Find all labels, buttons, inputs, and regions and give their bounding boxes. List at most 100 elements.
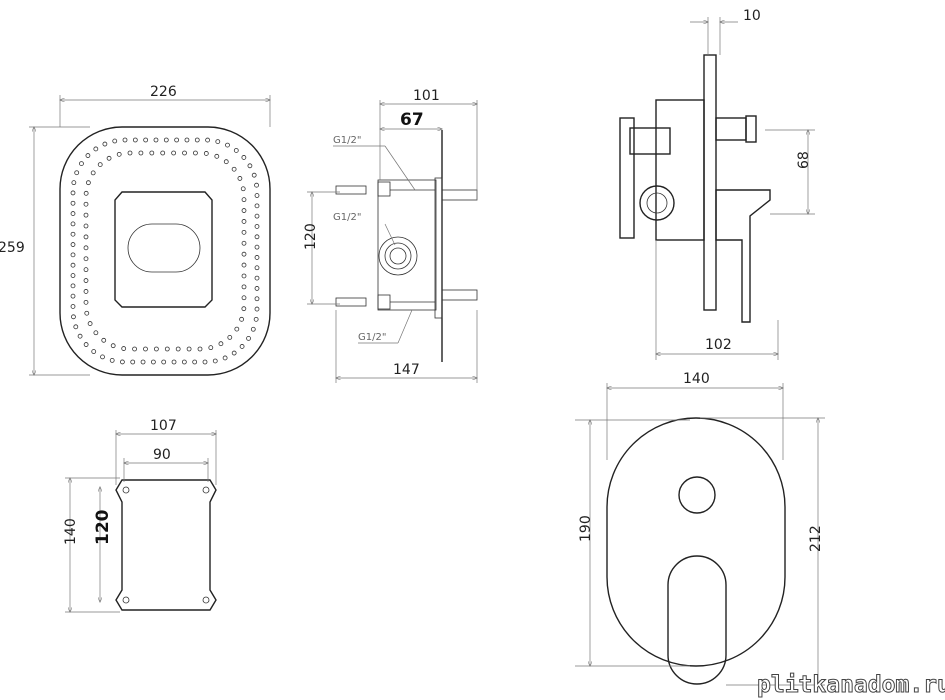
plate-dot — [87, 321, 93, 326]
plate-dot — [241, 251, 247, 257]
plate-dot — [153, 346, 159, 352]
dim-120-side: 120 — [303, 223, 319, 250]
dim-120-mount: 120 — [93, 509, 113, 545]
plate-dot — [239, 344, 245, 349]
plate-dot — [254, 234, 260, 240]
plate-dot — [93, 146, 99, 152]
plate-dot — [143, 346, 148, 352]
plate-dot — [193, 150, 198, 156]
plate-dot — [84, 310, 90, 316]
plate-dot — [83, 289, 89, 294]
plate-dot — [85, 153, 91, 158]
plate-dot — [161, 359, 167, 365]
dim-140-cover: 140 — [683, 371, 710, 387]
plate-dot — [223, 159, 229, 165]
plate-dot — [83, 223, 89, 229]
plate-dot — [83, 201, 89, 207]
plate-dot — [203, 151, 209, 156]
plate-dot — [70, 221, 76, 227]
diverter-button — [678, 476, 716, 514]
plate-dot — [70, 283, 76, 289]
plate-dot — [247, 163, 253, 169]
plate-dot — [234, 326, 240, 332]
plate-dot — [254, 275, 260, 281]
plate-dot — [70, 273, 76, 278]
plate-dot — [241, 197, 247, 203]
plate-dot — [121, 346, 127, 351]
dim-212: 212 — [808, 525, 824, 552]
plate-dot — [79, 161, 84, 166]
plate-dot — [70, 242, 76, 247]
lever-side — [715, 189, 771, 323]
plate-dot — [192, 359, 198, 365]
plate-dot — [202, 359, 208, 365]
plate-dot — [83, 245, 89, 251]
thread-label-top: G1/2" — [333, 135, 361, 146]
plate-dot — [70, 200, 76, 206]
dim-width-226: 226 — [150, 84, 177, 100]
plate-dot — [194, 137, 200, 143]
dim-190: 190 — [578, 515, 594, 542]
cover-outline — [606, 417, 786, 667]
plate-dot — [140, 359, 146, 365]
inner-box — [114, 191, 213, 308]
side-section-view: 101 67 G1/2" G1/2" G1/2" 120 147 — [303, 88, 477, 383]
plate-dot — [254, 224, 260, 229]
plate-dot — [205, 137, 210, 143]
plate-dot — [153, 137, 159, 143]
plate-dot — [74, 170, 80, 176]
dim-10: 10 — [743, 8, 761, 24]
plate-dot — [100, 354, 105, 360]
plate-dot — [241, 208, 247, 213]
plate-dot — [77, 333, 83, 339]
plate-dot — [91, 349, 97, 354]
plate-dot — [218, 341, 224, 347]
inner-cutout — [127, 223, 201, 273]
plate-dot — [251, 172, 257, 178]
plate-dot — [106, 155, 112, 161]
plate-dot — [250, 326, 256, 332]
plate-dot — [222, 355, 228, 361]
plate-dot — [208, 345, 214, 351]
dim-68: 68 — [796, 151, 812, 169]
plate-dot — [90, 170, 96, 176]
front-plate-view: 226 259 — [0, 84, 270, 375]
dim-101: 101 — [413, 88, 440, 104]
dim-102: 102 — [705, 337, 732, 353]
plate-dot — [70, 304, 76, 309]
plate-dot — [241, 273, 247, 279]
lever-front — [667, 555, 727, 685]
valve-body — [655, 99, 705, 241]
cover-plate-side — [703, 54, 717, 311]
plate-dot — [214, 153, 220, 159]
dim-height-259: 259 — [0, 240, 25, 256]
thread-label-bottom: G1/2" — [358, 332, 386, 343]
plate-dot — [215, 139, 221, 144]
plate-dot — [254, 306, 260, 312]
plate-dot — [101, 337, 107, 343]
plate-dot — [130, 359, 136, 365]
plate-dot — [83, 342, 89, 347]
dim-107: 107 — [150, 418, 177, 434]
plate-dot — [254, 265, 260, 271]
plate-dot — [241, 306, 247, 312]
plate-dot — [254, 182, 259, 188]
dim-140-mount: 140 — [63, 518, 79, 545]
plate-dot — [93, 330, 99, 336]
plate-dot — [181, 359, 187, 365]
plate-dot — [83, 267, 89, 273]
plate-dot — [70, 293, 76, 299]
plate-dot — [143, 137, 149, 143]
plate-dot — [70, 211, 76, 216]
plate-dot — [241, 219, 247, 224]
plate-dot — [231, 166, 237, 172]
plate-dot — [116, 151, 122, 157]
plate-dot — [171, 359, 177, 365]
mount-plate-outline — [115, 479, 217, 611]
plate-dot — [233, 148, 239, 153]
plate-dot — [110, 343, 116, 349]
plate-dot — [254, 213, 260, 219]
plate-dot — [182, 150, 187, 156]
plate-dot — [241, 262, 247, 268]
